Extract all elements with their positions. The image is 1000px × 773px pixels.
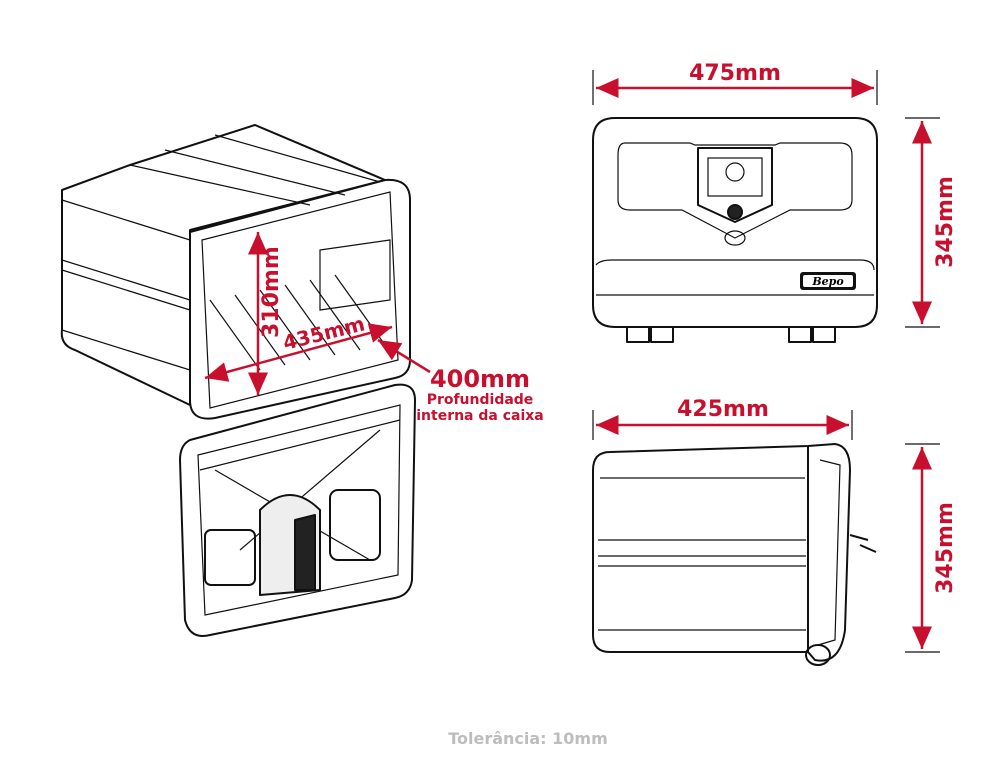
side-depth-label: 425mm	[677, 397, 769, 422]
front-height-dimension: 345mm	[905, 117, 958, 328]
inner-depth-label: 400mm	[430, 365, 530, 393]
side-height-dimension: 345mm	[905, 443, 958, 653]
side-view	[592, 443, 877, 666]
front-width-label: 475mm	[689, 61, 781, 86]
inner-height-dimension: 310mm	[248, 232, 284, 395]
inner-depth-dimension: 400mm Profundidade interna da caixa	[377, 338, 544, 424]
side-depth-dimension: 425mm	[592, 397, 853, 440]
side-height-label: 345mm	[933, 502, 958, 594]
front-width-dimension: 475mm	[592, 61, 878, 105]
inner-depth-caption-line2: interna da caixa	[416, 408, 544, 424]
front-view: Bepo	[592, 117, 878, 343]
inner-depth-caption-line1: Profundidade	[427, 392, 534, 408]
inner-width-label: 435mm	[280, 311, 367, 354]
bepo-logo: Bepo	[800, 272, 856, 290]
brand-label: Bepo	[811, 275, 843, 288]
inner-width-dimension: 435mm	[204, 311, 393, 382]
open-box-perspective-view	[60, 124, 416, 637]
front-height-label: 345mm	[933, 176, 958, 268]
inner-height-label: 310mm	[259, 246, 284, 338]
tolerance-note: Tolerância: 10mm	[448, 729, 608, 748]
